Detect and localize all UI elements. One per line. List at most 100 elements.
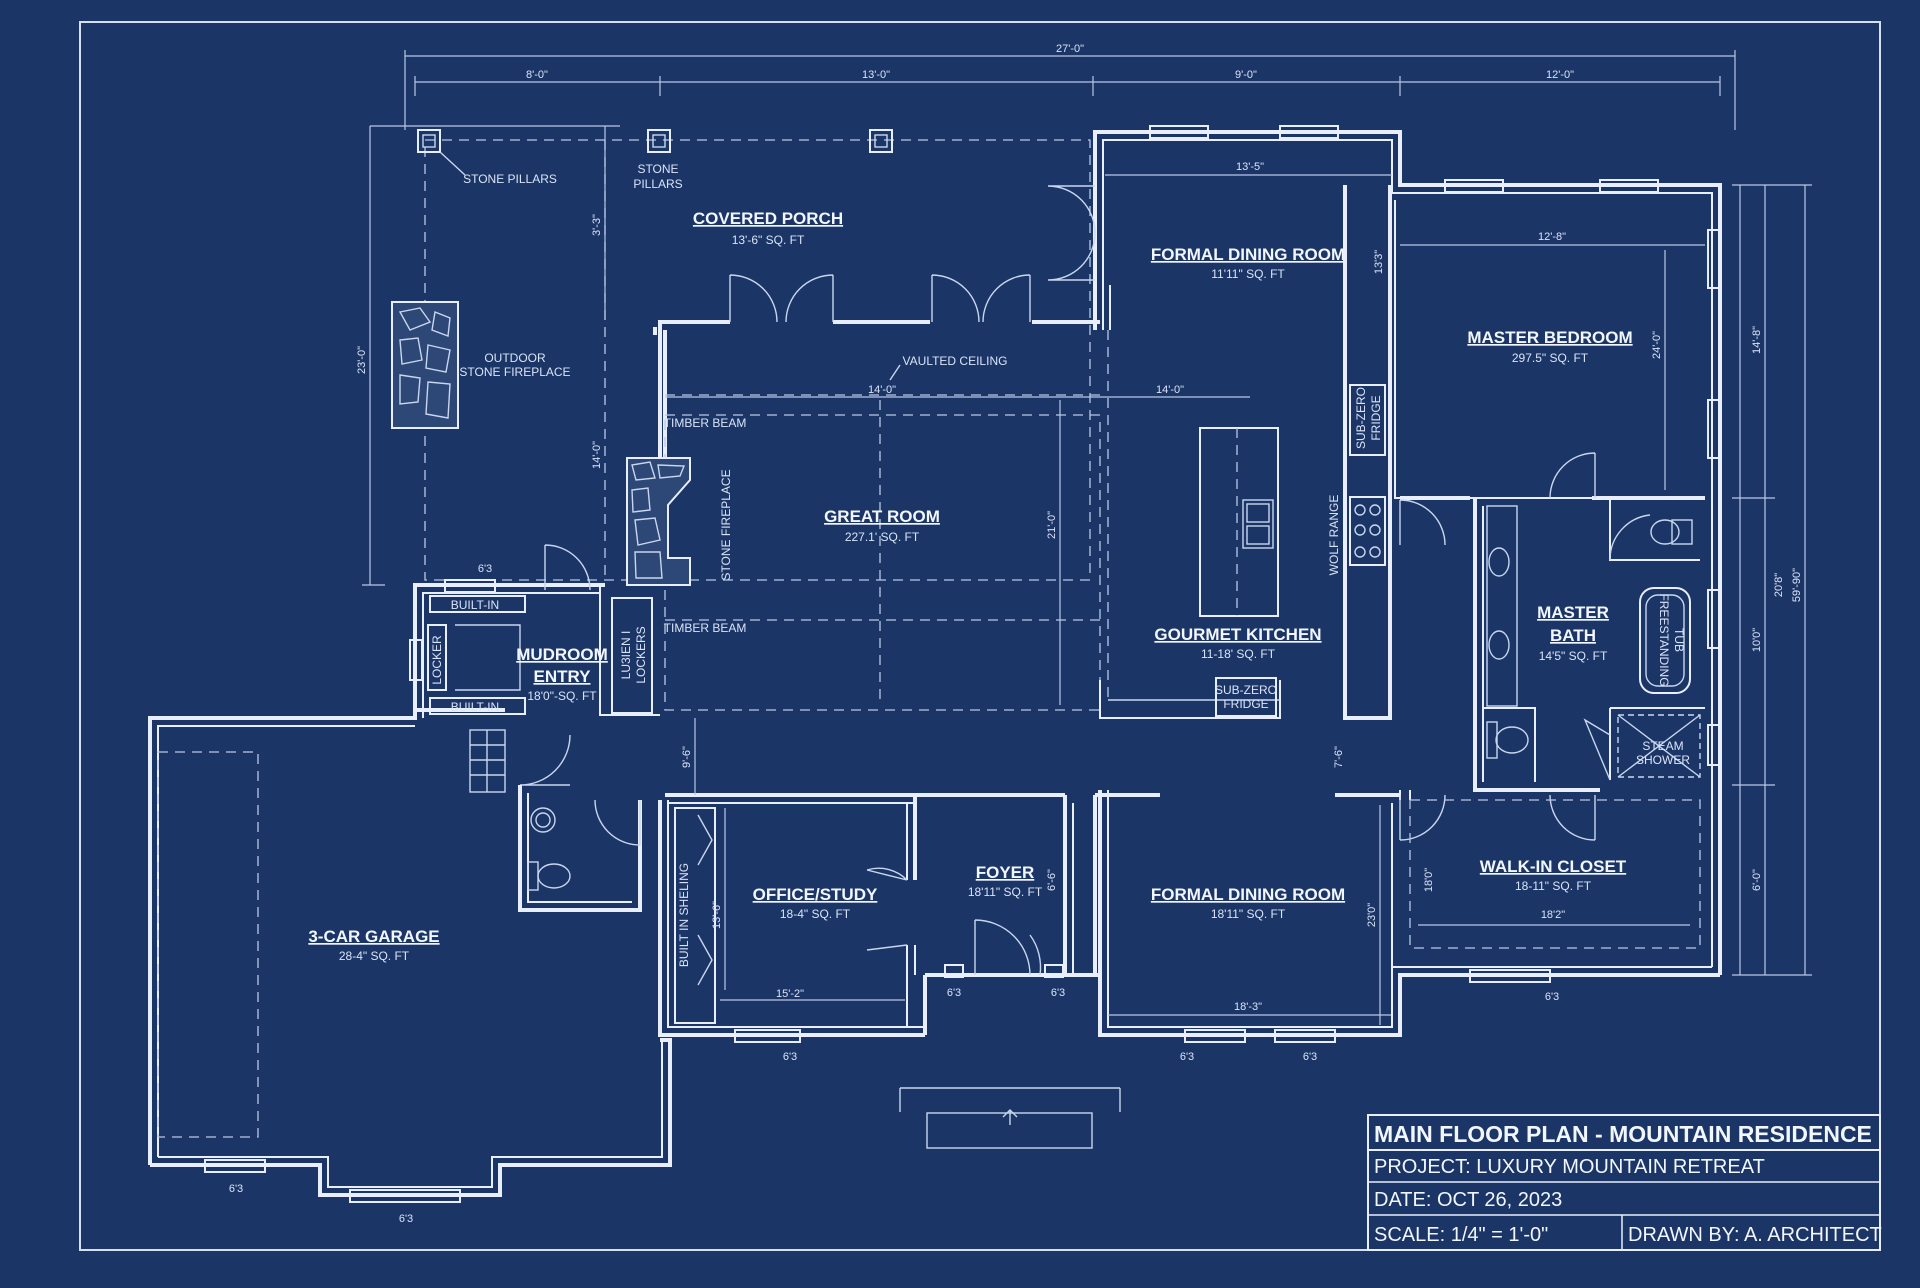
dim-closet-width: 18'2" — [1541, 909, 1565, 921]
formal-dining-top-area: 11'11" SQ. FT — [1211, 267, 1285, 281]
dim-office-width: 15'-2" — [776, 988, 804, 1000]
stone-pillar-icon — [869, 129, 893, 153]
dim-corridor: 9'-6" — [681, 746, 693, 768]
covered-porch: 23'-0" 3'-3" 14'-0" STONE PILLARS STONE … — [356, 126, 1091, 586]
garage-area: 28-4" SQ. FT — [339, 949, 410, 963]
lockers-label-a: LU3IEN I — [619, 631, 633, 680]
dim-foyer-height: 6'-6" — [1046, 869, 1058, 891]
office-name: OFFICE/STUDY — [753, 885, 878, 904]
exterior-walls: BUILT-IN BUILT-IN LOCKER LU3IEN I LOCKER… — [148, 125, 1722, 1203]
window-tag: 6'3 — [1545, 991, 1559, 1003]
right-dimensions: 14'-8" 10'0" 6'-0" 20'8" 59'-90" — [1732, 184, 1812, 976]
title-block-project: PROJECT: LUXURY MOUNTAIN RETREAT — [1374, 1156, 1765, 1178]
dim-right-2: 10'0" — [1751, 628, 1763, 652]
dim-d2: 13'-0" — [862, 69, 890, 81]
dim-dining-bottom-width: 18'-3" — [1234, 1001, 1262, 1013]
mudroom-name-2: ENTRY — [534, 667, 592, 686]
porch-door-icon — [729, 274, 778, 323]
built-in-shelving-label: BUILT IN SHELING — [677, 863, 691, 967]
steam-shower-label-b: SHOWER — [1636, 753, 1690, 767]
dim-d3: 9'-0" — [1235, 69, 1257, 81]
kitchen-island-icon — [1199, 427, 1279, 617]
dim-overall: 27'-0" — [1056, 43, 1084, 55]
lockers-label-b: LOCKERS — [634, 626, 648, 683]
garage-name: 3-CAR GARAGE — [308, 927, 439, 946]
dim-d1: 8'-0" — [526, 69, 548, 81]
title-block-drawn-by: DRAWN BY: A. ARCHITECT — [1628, 1224, 1882, 1246]
mudroom-area: 18'0"-SQ. FT — [527, 689, 597, 703]
dim-right-3: 6'-0" — [1751, 869, 1763, 891]
title-block-title: MAIN FLOOR PLAN - MOUNTAIN RESIDENCE — [1374, 1121, 1872, 1147]
master-bedroom: 12'-8" 24'-0" MASTER BEDROOM 297.5" SQ. … — [1400, 231, 1705, 490]
master-bath-area: 14'5" SQ. FT — [1539, 649, 1608, 663]
toilet-icon — [537, 863, 571, 889]
master-bath-name-1: MASTER — [1537, 603, 1609, 622]
gourmet-kitchen: GOURMET KITCHEN 11-18' SQ. FT SUB-ZERO F… — [1099, 185, 1392, 720]
stone-pillar-icon — [417, 129, 441, 153]
great-room-name: GREAT ROOM — [824, 507, 940, 526]
stone-pillar-icon — [647, 129, 671, 153]
sink-icon — [1242, 499, 1274, 549]
timber-beam-label-2: TIMBER BEAM — [664, 621, 747, 635]
master-bath: FREESTANDING TUB MASTER BATH 14'5" SQ. F… — [1399, 452, 1705, 792]
title-block-scale: SCALE: 1/4" = 1'-0" — [1374, 1224, 1548, 1246]
dim-porch-height: 3'-3" — [591, 214, 603, 236]
stone-fireplace-label: STONE FIREPLACE — [719, 469, 733, 580]
covered-porch-name: COVERED PORCH — [693, 209, 843, 228]
covered-porch-area: 13'-6" SQ. FT — [732, 233, 805, 247]
freestanding-tub-label-b: TUB — [1672, 628, 1686, 652]
range-icon — [1349, 496, 1386, 566]
dim-dining-width: 13'-5" — [1236, 161, 1264, 173]
walk-in-closet-area: 18-11" SQ. FT — [1515, 879, 1592, 893]
stone-pillars-label-2a: STONE — [637, 162, 678, 176]
office-area: 18-4" SQ. FT — [780, 907, 851, 921]
top-dimensions: 27'-0" 8'-0" 13'-0" 9'-0" 12'-0" — [370, 43, 1736, 130]
dim-dining-height: 13'3" — [1373, 250, 1385, 274]
walk-in-closet: 18'2" 18'0" WALK-IN CLOSET 18-11" SQ. FT — [1399, 790, 1701, 949]
dim-d4: 12'-0" — [1546, 69, 1574, 81]
steam-shower-label-a: STEAM — [1642, 739, 1683, 753]
window-tag: 6'3 — [947, 987, 961, 999]
wolf-range-label: WOLF RANGE — [1327, 495, 1341, 576]
formal-dining-bottom-area: 18'11" SQ. FT — [1211, 907, 1286, 921]
gourmet-kitchen-area: 11-18' SQ. FT — [1201, 647, 1276, 661]
window-tag: 6'3 — [229, 1183, 243, 1195]
great-room-area: 227.1' SQ. FT — [845, 530, 920, 544]
built-in-label-1: BUILT-IN — [451, 598, 499, 612]
dim-right-total-2: 59'-90" — [1791, 568, 1803, 602]
master-bedroom-area: 297.5" SQ. FT — [1512, 351, 1589, 365]
formal-dining-top-name: FORMAL DINING ROOM — [1151, 245, 1345, 264]
sub-zero-label-1a: SUB-ZERO — [1354, 387, 1368, 449]
front-door-icon — [974, 919, 1031, 976]
walk-in-closet-name: WALK-IN CLOSET — [1480, 857, 1627, 876]
sheet-border — [79, 21, 1881, 1251]
master-bedroom-name: MASTER BEDROOM — [1467, 328, 1632, 347]
closet-door-icon — [1549, 794, 1596, 841]
title-block: MAIN FLOOR PLAN - MOUNTAIN RESIDENCE PRO… — [1367, 1114, 1882, 1251]
timber-beam-label-1: TIMBER BEAM — [664, 416, 747, 430]
dim-closet-height: 18'0" — [1423, 868, 1435, 892]
freestanding-tub-icon — [1639, 587, 1691, 694]
foyer-name: FOYER — [976, 863, 1035, 882]
sub-zero-label-2b: FRIDGE — [1223, 697, 1268, 711]
gourmet-kitchen-name: GOURMET KITCHEN — [1154, 625, 1321, 644]
vaulted-ceiling-label: VAULTED CEILING — [903, 354, 1008, 368]
freestanding-tub-label-a: FREESTANDING — [1657, 593, 1671, 686]
stone-pillars-label-1: STONE PILLARS — [463, 172, 557, 186]
powder-door-icon — [594, 799, 641, 846]
window-tag: 6'3 — [1180, 1051, 1194, 1063]
sub-zero-label-2a: SUB-ZERO — [1215, 683, 1277, 697]
sink-icon — [530, 807, 556, 833]
stone-pillars-label-2b: PILLARS — [633, 177, 682, 191]
sink-icon — [1488, 630, 1510, 660]
master-bath-name-2: BATH — [1550, 626, 1596, 645]
stone-fireplace-icon — [626, 457, 691, 586]
steam-shower-icon — [1617, 714, 1701, 778]
window-tag: 6'3 — [1051, 987, 1065, 999]
dim-office-height: 13'-6" — [711, 901, 723, 929]
dim-kitchen-gap: 7'-6" — [1333, 746, 1345, 768]
interior-walls-bottom: 9'-6" 7'-6" BUILT IN SHELING OFFICE/STUD… — [665, 718, 1400, 1027]
porch-door-icon — [1047, 185, 1096, 234]
dim-great-height: 21'-0" — [1046, 511, 1058, 539]
foyer-area: 18'11" SQ. FT — [968, 885, 1043, 899]
